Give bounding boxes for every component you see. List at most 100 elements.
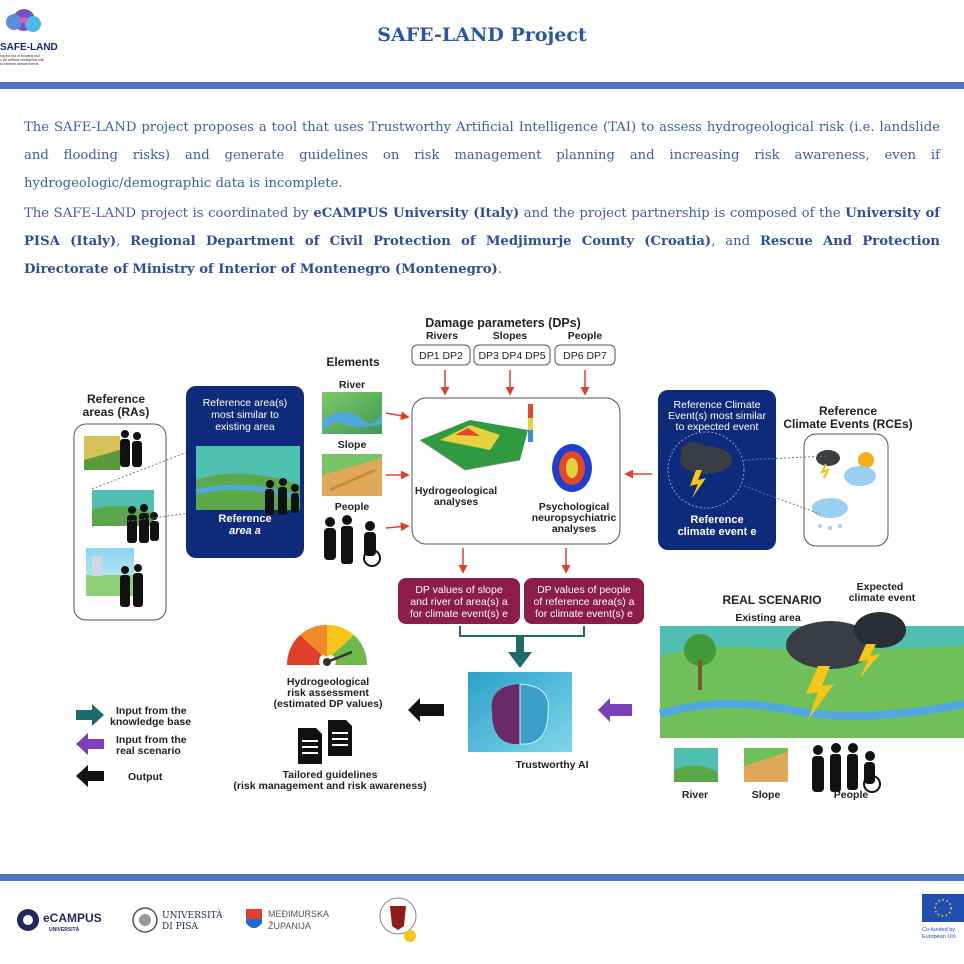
svg-text:DP1 DP2: DP1 DP2 bbox=[419, 350, 463, 362]
svg-text:ŽUPANIJA: ŽUPANIJA bbox=[268, 921, 311, 931]
dp-group-people: People bbox=[568, 330, 603, 342]
svg-text:DI PISA: DI PISA bbox=[162, 922, 198, 932]
real-river-thumbnail bbox=[674, 748, 718, 782]
dp-people-box bbox=[524, 578, 644, 624]
expected-event-label: Expected bbox=[857, 581, 904, 593]
svg-text:Co-funded by: Co-funded by bbox=[922, 927, 955, 933]
svg-text:and river of area(s) a: and river of area(s) a bbox=[410, 596, 508, 608]
weather-icons bbox=[812, 450, 876, 530]
dp-group-slopes: Slopes bbox=[493, 330, 528, 342]
brain-scan bbox=[552, 444, 592, 492]
logo-text: SAFE-LAND bbox=[0, 42, 58, 53]
svg-text:River: River bbox=[682, 789, 708, 801]
svg-text:to expected event: to expected event bbox=[676, 421, 759, 433]
svg-text:risk assessment: risk assessment bbox=[287, 687, 369, 699]
eu-flag: Co-funded by European Uni bbox=[922, 894, 964, 946]
guidelines-label: Tailored guidelines bbox=[283, 769, 378, 781]
svg-text:Event(s) most similar: Event(s) most similar bbox=[668, 410, 767, 422]
svg-text:climate event: climate event bbox=[849, 592, 916, 604]
svg-text:Reference Climate: Reference Climate bbox=[674, 399, 761, 411]
svg-text:analyses: analyses bbox=[434, 496, 479, 508]
real-scenario-title: REAL SCENARIO bbox=[722, 593, 821, 607]
legend-kb-label: Input from the bbox=[116, 705, 187, 717]
river-thumbnail bbox=[322, 392, 382, 434]
teal-arrow bbox=[508, 652, 532, 668]
svg-text:DP values of people: DP values of people bbox=[537, 584, 631, 596]
svg-text:UNIVERSITÀ: UNIVERSITÀ bbox=[162, 909, 222, 921]
svg-text:ing the risk of flooding and: ing the risk of flooding and bbox=[0, 54, 40, 58]
svg-text:areas (RAs): areas (RAs) bbox=[83, 405, 150, 419]
dp-box-people bbox=[554, 344, 616, 366]
slope-thumbnail bbox=[322, 454, 382, 496]
svg-text:(estimated DP values): (estimated DP values) bbox=[274, 698, 383, 710]
workflow-diagram: Damage parameters (DPs) Rivers Slopes Pe… bbox=[73, 316, 964, 801]
svg-text:Climate Events (RCEs): Climate Events (RCEs) bbox=[783, 417, 912, 431]
rce-title: Reference bbox=[819, 404, 877, 418]
dp-slope-river-box bbox=[398, 578, 520, 624]
svg-text:knowledge base: knowledge base bbox=[110, 716, 191, 728]
output-arrow bbox=[408, 698, 444, 722]
svg-text:People: People bbox=[335, 501, 370, 513]
dp-title: Damage parameters (DPs) bbox=[425, 316, 581, 330]
svg-text:DP6 DP7: DP6 DP7 bbox=[563, 350, 607, 362]
svg-text:Reference area(s): Reference area(s) bbox=[203, 397, 288, 409]
montenegro-seal bbox=[376, 896, 426, 950]
ra-image-1 bbox=[84, 436, 120, 470]
dp-box-slopes bbox=[473, 344, 551, 366]
svg-text:for climate event(s) e: for climate event(s) e bbox=[535, 608, 633, 620]
people-silhouettes bbox=[324, 515, 381, 567]
footer-band bbox=[0, 874, 964, 881]
svg-text:Slope: Slope bbox=[752, 789, 781, 801]
real-scenario-image bbox=[658, 612, 964, 738]
svg-text:eCAMPUS: eCAMPUS bbox=[43, 911, 102, 925]
svg-text:real scenario: real scenario bbox=[116, 745, 181, 757]
ra-label: Reference bbox=[218, 513, 271, 525]
legend-output-arrow bbox=[76, 765, 104, 787]
document-icon bbox=[298, 720, 352, 764]
svg-text:most similar to: most similar to bbox=[211, 409, 279, 421]
ra-title: Reference bbox=[87, 392, 145, 406]
intro-paragraph-1: The SAFE-LAND project proposes a tool th… bbox=[24, 120, 940, 191]
svg-text:s via artificial intelligence: s via artificial intelligence with bbox=[0, 58, 44, 62]
svg-text:(risk management and risk awar: (risk management and risk awareness) bbox=[233, 780, 426, 792]
svg-text:existing area: existing area bbox=[215, 421, 275, 433]
dp-group-rivers: Rivers bbox=[426, 330, 458, 342]
risk-gauge bbox=[286, 624, 368, 666]
svg-text:climate event e: climate event e bbox=[678, 526, 757, 538]
psych-label: Psychological bbox=[539, 501, 610, 513]
existing-area-label: Existing area bbox=[735, 612, 801, 624]
svg-text:MEĐIMURSKA: MEĐIMURSKA bbox=[268, 909, 329, 919]
risk-label: Hydrogeological bbox=[287, 676, 369, 688]
intro-paragraph-2: The SAFE-LAND project is coordinated by … bbox=[24, 206, 941, 277]
storm-cloud-icon bbox=[680, 442, 732, 498]
legend-kb-arrow bbox=[76, 704, 104, 726]
terrain-plot bbox=[419, 404, 533, 471]
svg-text:UNIVERSITÀ: UNIVERSITÀ bbox=[49, 926, 80, 933]
page-title: SAFE-LAND Project bbox=[377, 24, 587, 46]
tai-label: Trustworthy AI bbox=[515, 759, 588, 771]
svg-text:area a: area a bbox=[229, 525, 261, 537]
dp-box-rivers bbox=[411, 344, 471, 366]
svg-text:analyses: analyses bbox=[552, 523, 597, 535]
real-scenario-arrow bbox=[598, 698, 632, 722]
hydro-label: Hydrogeological bbox=[415, 485, 497, 497]
svg-text:for climate event(s) e: for climate event(s) e bbox=[410, 608, 508, 620]
real-people-silhouettes bbox=[812, 743, 881, 793]
medjimurje-logo: MEĐIMURSKA ŽUPANIJA bbox=[244, 905, 344, 939]
svg-text:of reference area(s) a: of reference area(s) a bbox=[534, 596, 635, 608]
svg-text:Slope: Slope bbox=[338, 439, 367, 451]
svg-text:River: River bbox=[339, 379, 365, 391]
legend-real-arrow bbox=[76, 733, 104, 755]
svg-text:to extreme climate events: to extreme climate events bbox=[0, 62, 39, 66]
svg-text:DP values of slope: DP values of slope bbox=[415, 584, 503, 596]
legend-real-label: Input from the bbox=[116, 734, 187, 746]
svg-text:European Uni: European Uni bbox=[922, 934, 956, 940]
rce-label: Reference bbox=[690, 514, 743, 526]
svg-text:People: People bbox=[834, 789, 869, 801]
pisa-logo: UNIVERSITÀ DI PISA bbox=[132, 905, 223, 939]
real-slope-thumbnail bbox=[744, 748, 788, 782]
svg-text:neuropsychiatric: neuropsychiatric bbox=[532, 512, 617, 524]
safe-land-logo: SAFE-LAND ing the risk of flooding and s… bbox=[0, 9, 58, 66]
elements-title: Elements bbox=[326, 355, 380, 369]
svg-text:DP3 DP4 DP5: DP3 DP4 DP5 bbox=[478, 350, 545, 362]
